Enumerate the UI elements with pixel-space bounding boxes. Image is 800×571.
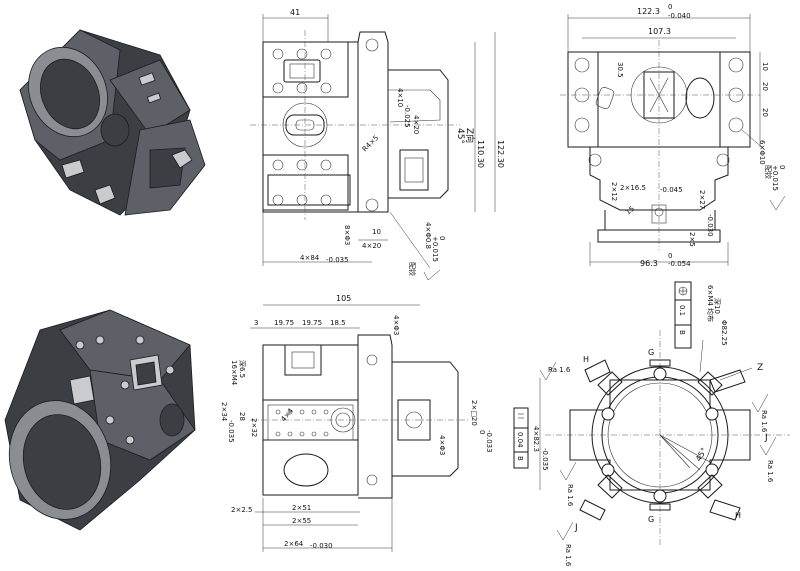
position-tolerance-value: 0.1 bbox=[678, 305, 686, 316]
dim-2x-square-20: 2×□20 bbox=[470, 400, 478, 426]
dim-2x27-tol: -0.030 bbox=[706, 214, 714, 237]
section-label-j-bottom: J bbox=[574, 523, 578, 533]
roughness-4: Ra 1.6 bbox=[564, 544, 572, 567]
dim-phi82-25: Φ82.25 bbox=[720, 320, 728, 346]
dim-r4x5: R4×5 bbox=[361, 134, 381, 154]
dim-6xphi10-tol-lo: 0 bbox=[778, 165, 786, 169]
dim-110-30: 110.30 bbox=[476, 140, 485, 168]
dim-4x84: 4×84 bbox=[300, 254, 320, 262]
roughness-3: Ra 1.6 bbox=[566, 484, 574, 507]
isometric-view-top bbox=[19, 29, 206, 216]
dim-2x32: 2×32 bbox=[250, 418, 258, 437]
dim-10: 10 bbox=[372, 228, 381, 236]
isometric-view-bottom bbox=[4, 309, 196, 531]
position-tolerance-datum: B bbox=[678, 330, 686, 335]
ream-note-front: 配铰 bbox=[408, 262, 417, 276]
dim-107-3: 107.3 bbox=[648, 27, 671, 36]
section-label-z: Z bbox=[757, 363, 763, 373]
dim-8xphi3: 8×Φ3 bbox=[343, 225, 351, 245]
dim-2x16-5-tol: -0.045 bbox=[660, 186, 683, 194]
dim-18-5: 18.5 bbox=[330, 319, 346, 327]
dim-19-75-a: 19.75 bbox=[274, 319, 294, 327]
dim-122-3: 122.3 bbox=[637, 7, 660, 16]
dim-2x55: 2×55 bbox=[292, 517, 311, 525]
right-view: 122.3 0 -0.040 107.3 30.5 10 20 20 6×Φ10… bbox=[560, 3, 786, 268]
dim-4x4: 4×4 bbox=[279, 406, 295, 423]
dim-2x27: 2×27 bbox=[698, 190, 706, 209]
flatness-value: 0.04 bbox=[516, 432, 524, 448]
roughness-2: Ra 1.6 bbox=[760, 410, 768, 433]
thread-depth-10: 深10 bbox=[713, 298, 722, 314]
dim-4xphi3-side: 4×Φ3 bbox=[438, 435, 446, 455]
dim-20-right-a: 20 bbox=[761, 82, 769, 91]
roughness-1: Ra 1.6 bbox=[548, 366, 571, 374]
section-label-g-bottom: G bbox=[648, 515, 654, 524]
dim-4x20: 4×20 bbox=[412, 115, 420, 134]
dim-30-5: 30.5 bbox=[616, 62, 624, 78]
dim-96-3-tol-lo: -0.054 bbox=[668, 260, 691, 268]
dim-122-3-tol-up: 0 bbox=[668, 3, 672, 11]
dim-122-3-tol-lo: -0.040 bbox=[668, 12, 691, 20]
dim-96-3: 96.3 bbox=[640, 259, 658, 268]
dim-19-75-b: 19.75 bbox=[302, 319, 322, 327]
dim-4xphi3-top: 4×Φ3 bbox=[392, 315, 400, 335]
dim-2x51: 2×51 bbox=[292, 504, 311, 512]
front-view: 41 110.30 122.30 45° Z向 4×10 -0.025 4×20… bbox=[250, 8, 505, 281]
dim-122-30: 122.30 bbox=[496, 140, 505, 168]
dim-2x-square-20-tol-lo: -0.033 bbox=[485, 430, 493, 453]
dim-2x64: 2×64 bbox=[284, 540, 304, 548]
dim-6xphi10: 6×Φ10 bbox=[758, 140, 766, 165]
dim-2x-square-20-tol-up: 0 bbox=[478, 430, 486, 434]
dim-2x2-5: 2×2.5 bbox=[231, 506, 252, 514]
dim-15: 15 bbox=[624, 205, 636, 217]
dim-4xphi08-tol-up: +0.015 bbox=[431, 236, 439, 262]
dim-4x84-tol: -0.035 bbox=[326, 256, 349, 264]
dim-16xm4: 16×M4 bbox=[230, 360, 238, 386]
dim-2x34: 2×34 bbox=[220, 402, 228, 422]
section-view: G G H H J J Z 45° 0.1 B 6×M4 均布 深10 Φ82.… bbox=[513, 281, 790, 567]
dim-2x34-tol: -0.035 bbox=[227, 420, 235, 443]
z-direction-label: Z向 bbox=[464, 128, 476, 143]
bottom-view: 105 3 19.75 19.75 18.5 4×Φ3 16×M4 深6.5 2… bbox=[220, 294, 493, 552]
section-label-h-bottom: H bbox=[735, 511, 741, 520]
dim-4x20-b: 4×20 bbox=[362, 242, 381, 250]
dim-20-right-b: 20 bbox=[761, 108, 769, 117]
angle-45: 45° bbox=[455, 128, 465, 144]
section-label-j-right: J bbox=[764, 433, 768, 443]
dim-4x82-3: 4×82.3 bbox=[532, 426, 540, 452]
dim-4x10-tol: -0.025 bbox=[403, 105, 411, 128]
section-label-h-top: H bbox=[583, 355, 589, 364]
dim-2x5: 2×5 bbox=[688, 232, 696, 247]
dim-2x64-tol: -0.030 bbox=[310, 542, 333, 550]
roughness-5: Ra 1.6 bbox=[766, 460, 774, 483]
dim-depth-6-5: 深6.5 bbox=[238, 360, 247, 378]
dim-3: 3 bbox=[254, 319, 258, 327]
section-label-g-top: G bbox=[648, 348, 654, 357]
dim-2x12: 2×12 bbox=[610, 182, 618, 201]
dim-41: 41 bbox=[290, 8, 300, 17]
dim-6xphi10-tol-up: +0.015 bbox=[771, 165, 779, 191]
flatness-datum: B bbox=[516, 456, 524, 461]
dim-10-right: 10 bbox=[761, 62, 769, 71]
dim-4x82-3-tol: -0.035 bbox=[541, 448, 549, 471]
dim-4x10: 4×10 bbox=[396, 88, 404, 107]
dim-105: 105 bbox=[336, 294, 351, 303]
dim-28: 28 bbox=[238, 412, 246, 421]
dim-2x16-5: 2×16.5 bbox=[620, 184, 646, 192]
dim-96-3-tol-up: 0 bbox=[668, 252, 672, 260]
ream-note-right: 配铰 bbox=[764, 165, 773, 179]
dim-4xphi08-tol-lo: 0 bbox=[438, 236, 446, 240]
thread-note-6xm4: 6×M4 均布 bbox=[706, 285, 715, 322]
dim-4xphi08: 4×Φ0.8 bbox=[424, 222, 432, 249]
